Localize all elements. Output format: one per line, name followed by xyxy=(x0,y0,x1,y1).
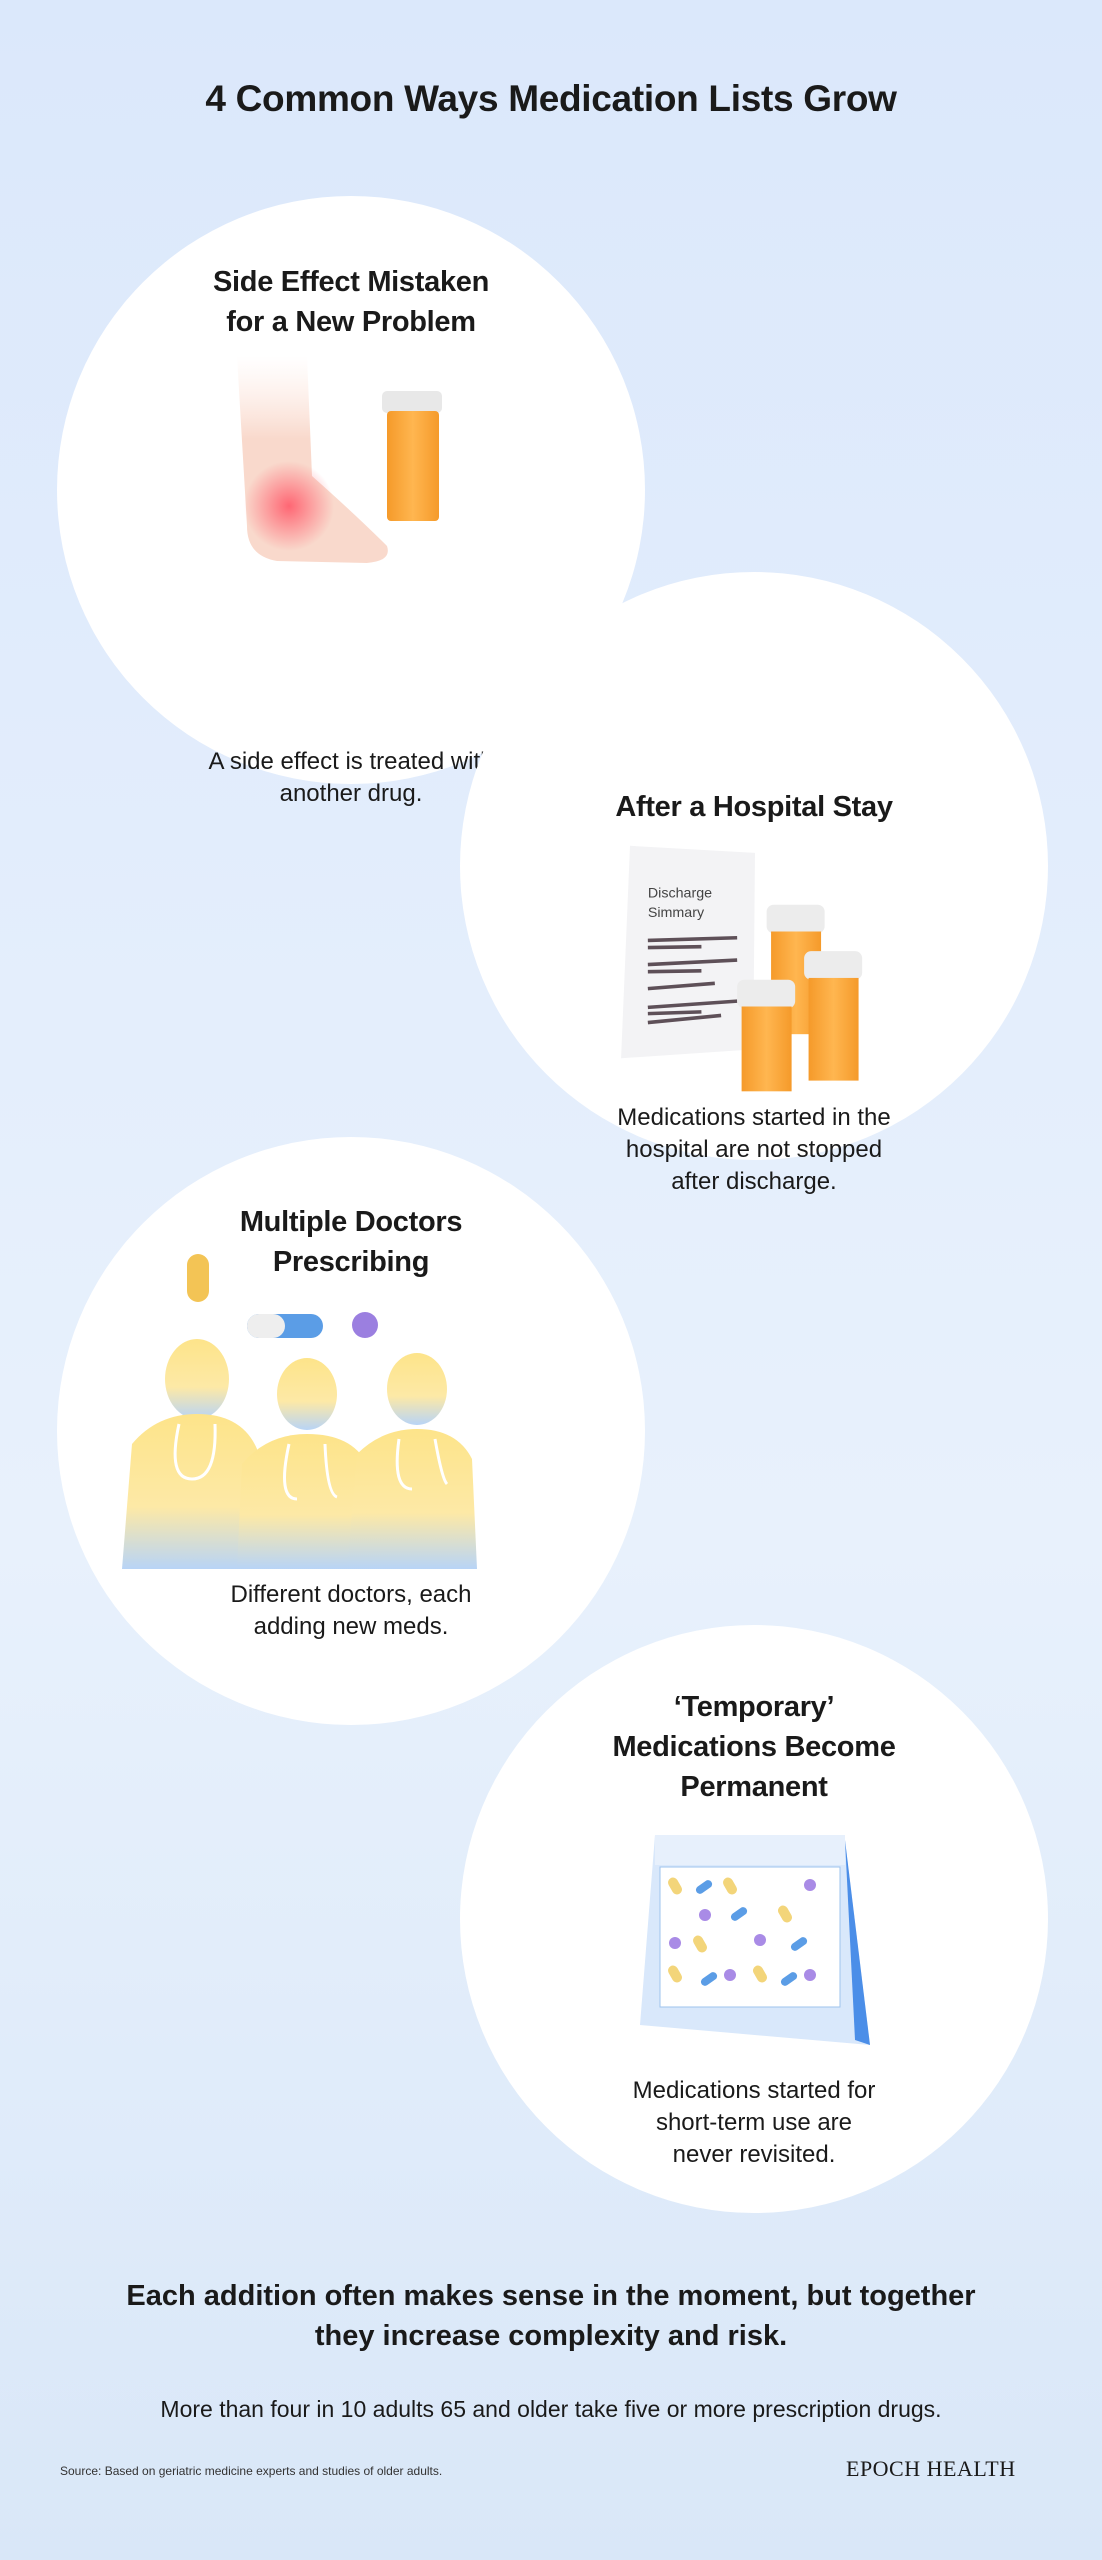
doc-title-line: Discharge xyxy=(648,886,712,902)
doc-title-line: Simmary xyxy=(648,905,705,921)
foot-with-pain-illustration xyxy=(237,356,442,563)
epoch-health-logo: EPOCH HEALTH xyxy=(846,2456,1016,2481)
discharge-summary-and-bottles-illustration: Discharge Simmary xyxy=(621,845,863,1092)
summary-headline: Each addition often makes sense in the m… xyxy=(126,2280,976,2352)
source-note: Source: Based on geriatric medicine expe… xyxy=(60,2464,443,2478)
card-title: After a Hospital Stay xyxy=(615,791,893,823)
doctors-illustration xyxy=(122,1254,477,1569)
calendar-with-pills-illustration xyxy=(640,1835,870,2045)
card-hospital-stay: After a Hospital Stay Discharge Simmary … xyxy=(460,572,1048,1195)
page-title: 4 Common Ways Medication Lists Grow xyxy=(205,78,897,119)
statistic-text: More than four in 10 adults 65 and older… xyxy=(160,2396,942,2422)
